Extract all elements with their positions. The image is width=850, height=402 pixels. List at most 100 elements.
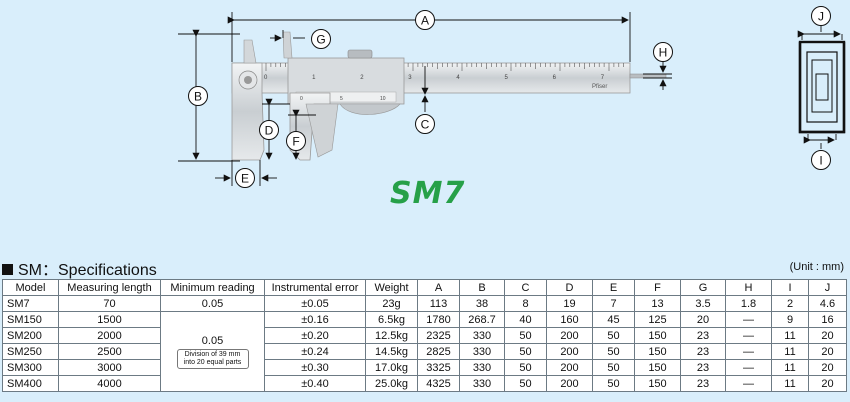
table-cell: 125 (634, 311, 681, 328)
table-cell: 200 (546, 327, 593, 344)
dimension-label-f: F (286, 131, 306, 151)
dimension-label-b: B (188, 86, 208, 106)
min-reading-value: 0.05 (201, 334, 224, 347)
table-cell: 50 (592, 343, 635, 360)
table-cell: 23 (680, 375, 726, 392)
table-cell: 3000 (58, 359, 161, 376)
column-header: Weight (365, 279, 418, 296)
svg-text:F: F (292, 135, 299, 149)
table-cell: 70 (58, 295, 161, 312)
svg-text:H: H (659, 46, 668, 60)
scale-number: 2 (360, 75, 364, 81)
table-cell: SM7 (2, 295, 59, 312)
dimension-label-g: G (311, 29, 331, 49)
table-cell: 3325 (417, 359, 460, 376)
table-cell: 4.6 (808, 295, 847, 312)
spec-header: SM：Specifications (Unit : mm) (2, 256, 846, 279)
table-cell: 40 (504, 311, 547, 328)
svg-text:D: D (265, 124, 274, 138)
scale-number: 5 (505, 75, 509, 81)
column-header: E (592, 279, 635, 296)
svg-text:E: E (241, 172, 249, 186)
dimension-label-i: I (811, 150, 831, 170)
table-cell: 1780 (417, 311, 460, 328)
table-cell: 50 (504, 375, 547, 392)
table-cell: 19 (546, 295, 593, 312)
square-bullet-icon (2, 264, 13, 275)
svg-text:C: C (421, 118, 430, 132)
table-cell: 45 (592, 311, 635, 328)
dimension-label-c: C (415, 114, 435, 134)
column-header: J (808, 279, 847, 296)
spec-title: SM：Specifications (2, 256, 157, 280)
table-cell: 330 (459, 327, 505, 344)
table-cell: 50 (592, 375, 635, 392)
caliper-side-view (797, 26, 846, 149)
scale-number: 6 (553, 75, 557, 81)
column-header: G (680, 279, 726, 296)
table-cell: 150 (634, 327, 681, 344)
table-cell: 0.05 (160, 295, 265, 312)
table-cell: 330 (459, 375, 505, 392)
table-cell: 11 (771, 343, 809, 360)
table-cell: — (725, 327, 772, 344)
column-header: Minimum reading (160, 279, 265, 296)
table-cell: 8 (504, 295, 547, 312)
table-cell: — (725, 343, 772, 360)
table-cell: SM400 (2, 375, 59, 392)
table-cell: 2 (771, 295, 809, 312)
brand-text: Pfiser (592, 84, 607, 90)
table-cell: 160 (546, 311, 593, 328)
table-cell: 17.0kg (365, 359, 418, 376)
table-cell: 200 (546, 343, 593, 360)
table-cell: 20 (808, 343, 847, 360)
scale-number: 7 (601, 75, 605, 81)
table-cell: 50 (592, 359, 635, 376)
table-cell: SM200 (2, 327, 59, 344)
table-cell: 1500 (58, 311, 161, 328)
table-cell: 13 (634, 295, 681, 312)
table-cell: 25.0kg (365, 375, 418, 392)
dimension-label-j: J (811, 6, 831, 26)
dimension-label-d: D (259, 120, 279, 140)
svg-text:B: B (194, 90, 202, 104)
table-cell: 38 (459, 295, 505, 312)
table-cell: SM300 (2, 359, 59, 376)
column-header: F (634, 279, 681, 296)
table-cell: SM250 (2, 343, 59, 360)
table-cell: SM150 (2, 311, 59, 328)
table-cell: 50 (504, 327, 547, 344)
table-cell: 4000 (58, 375, 161, 392)
column-header: C (504, 279, 547, 296)
table-cell: 50 (592, 327, 635, 344)
table-cell: 20 (680, 311, 726, 328)
table-cell: 50 (504, 343, 547, 360)
division-note: Division of 39 mm into 20 equal parts (176, 348, 249, 369)
table-cell: — (725, 375, 772, 392)
table-cell: 330 (459, 343, 505, 360)
table-cell: 2325 (417, 327, 460, 344)
table-cell: — (725, 359, 772, 376)
table-cell: 20 (808, 327, 847, 344)
table-cell: 113 (417, 295, 460, 312)
table-cell: 20 (808, 375, 847, 392)
table-cell: 14.5kg (365, 343, 418, 360)
column-header: D (546, 279, 593, 296)
table-cell: 2000 (58, 327, 161, 344)
column-header: Model (2, 279, 59, 296)
table-cell: 150 (634, 343, 681, 360)
column-header: I (771, 279, 809, 296)
table-cell: 200 (546, 359, 593, 376)
scale-number: 0 (264, 75, 268, 81)
unit-note: (Unit : mm) (789, 261, 844, 273)
table-cell: 150 (634, 359, 681, 376)
svg-text:G: G (316, 33, 325, 47)
column-header: Instrumental error (264, 279, 366, 296)
dimension-label-a: A (415, 10, 435, 30)
table-cell: 150 (634, 375, 681, 392)
table-cell: 6.5kg (365, 311, 418, 328)
